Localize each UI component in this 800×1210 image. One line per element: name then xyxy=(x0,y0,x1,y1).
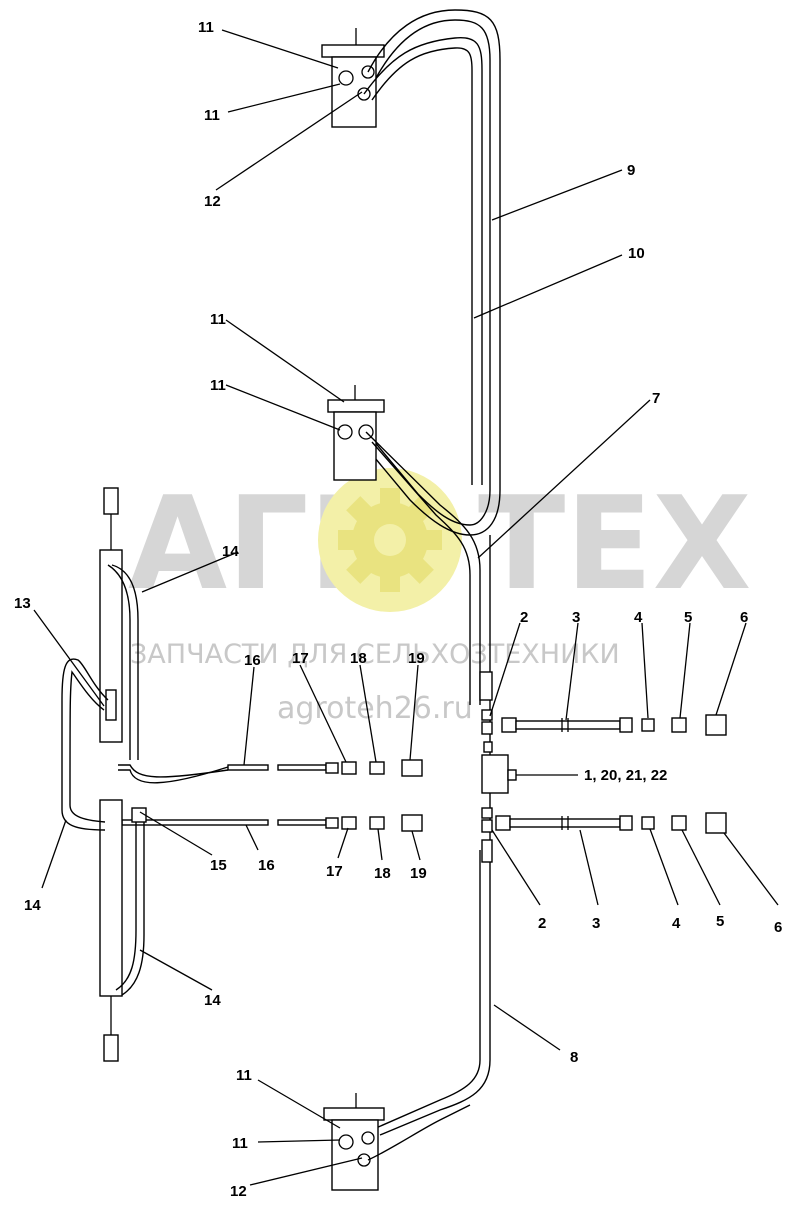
callout-5-lower: 5 xyxy=(716,913,724,930)
callout-19-upper: 19 xyxy=(408,650,425,667)
callout-6-lower: 6 xyxy=(774,919,782,936)
callout-10: 10 xyxy=(628,245,645,262)
hose-7 xyxy=(365,431,481,705)
callout-2-upper: 2 xyxy=(520,609,528,626)
callout-11-bot-b: 11 xyxy=(232,1135,248,1152)
hose-10 xyxy=(363,37,483,485)
callout-4-lower: 4 xyxy=(672,915,681,932)
hose-9 xyxy=(359,9,501,536)
callout-14-left: 14 xyxy=(24,897,41,914)
callout-5-upper: 5 xyxy=(684,609,692,626)
hose-assembly-upper xyxy=(501,714,727,736)
callout-11-mid-a: 11 xyxy=(210,311,226,328)
valve-block xyxy=(481,754,578,794)
callout-18-lower: 18 xyxy=(374,865,391,882)
lower-cylinder xyxy=(99,799,123,1062)
callout-7: 7 xyxy=(652,390,660,407)
callout-14-upper: 14 xyxy=(222,543,239,560)
gear-icon xyxy=(318,468,462,612)
callout-8: 8 xyxy=(570,1049,578,1066)
center-fittings xyxy=(121,759,423,832)
callout-labels: 11 11 12 9 10 11 11 7 14 13 16 17 18 19 … xyxy=(14,19,782,1200)
watermark: АГР ТЕХ ЗАПЧАСТИ ДЛЯ СЕЛЬХОЗТЕХНИКИ agro… xyxy=(128,468,751,726)
watermark-brand-right: ТЕХ xyxy=(478,470,751,619)
cylinder-hoses xyxy=(61,564,229,996)
callout-11-bot-a: 11 xyxy=(236,1067,252,1084)
callout-3-lower: 3 xyxy=(592,915,600,932)
callout-12-top: 12 xyxy=(204,193,221,210)
callout-12-bot: 12 xyxy=(230,1183,247,1200)
middle-motor xyxy=(327,385,385,481)
callout-11-top-a: 11 xyxy=(198,19,214,36)
leader-lines xyxy=(33,29,779,1186)
callout-19-lower: 19 xyxy=(410,865,427,882)
hose-assembly-lower xyxy=(495,812,727,834)
callout-17-upper: 17 xyxy=(292,650,309,667)
callout-2-lower: 2 xyxy=(538,915,546,932)
callout-14-lower: 14 xyxy=(204,992,221,1009)
upper-cylinder xyxy=(99,487,123,743)
callout-4-upper: 4 xyxy=(634,609,643,626)
callout-3-upper: 3 xyxy=(572,609,580,626)
callout-18-upper: 18 xyxy=(350,650,367,667)
callout-11-mid-b: 11 xyxy=(210,377,226,394)
callout-13: 13 xyxy=(14,595,31,612)
callout-15: 15 xyxy=(210,857,227,874)
callout-17-lower: 17 xyxy=(326,863,343,880)
watermark-tagline: ЗАПЧАСТИ ДЛЯ СЕЛЬХОЗТЕХНИКИ xyxy=(130,639,620,670)
bottom-motor xyxy=(323,1093,471,1191)
top-motor xyxy=(321,28,385,128)
fittings-column xyxy=(479,671,493,863)
callout-6-upper: 6 xyxy=(740,609,748,626)
callout-9: 9 xyxy=(627,162,635,179)
callout-valve: 1, 20, 21, 22 xyxy=(584,767,667,784)
callout-11-top-b: 11 xyxy=(204,107,220,124)
callout-16-upper: 16 xyxy=(244,652,261,669)
hose-8 xyxy=(375,535,491,1136)
watermark-website: agroteh26.ru xyxy=(277,691,473,726)
callout-16-lower: 16 xyxy=(258,857,275,874)
